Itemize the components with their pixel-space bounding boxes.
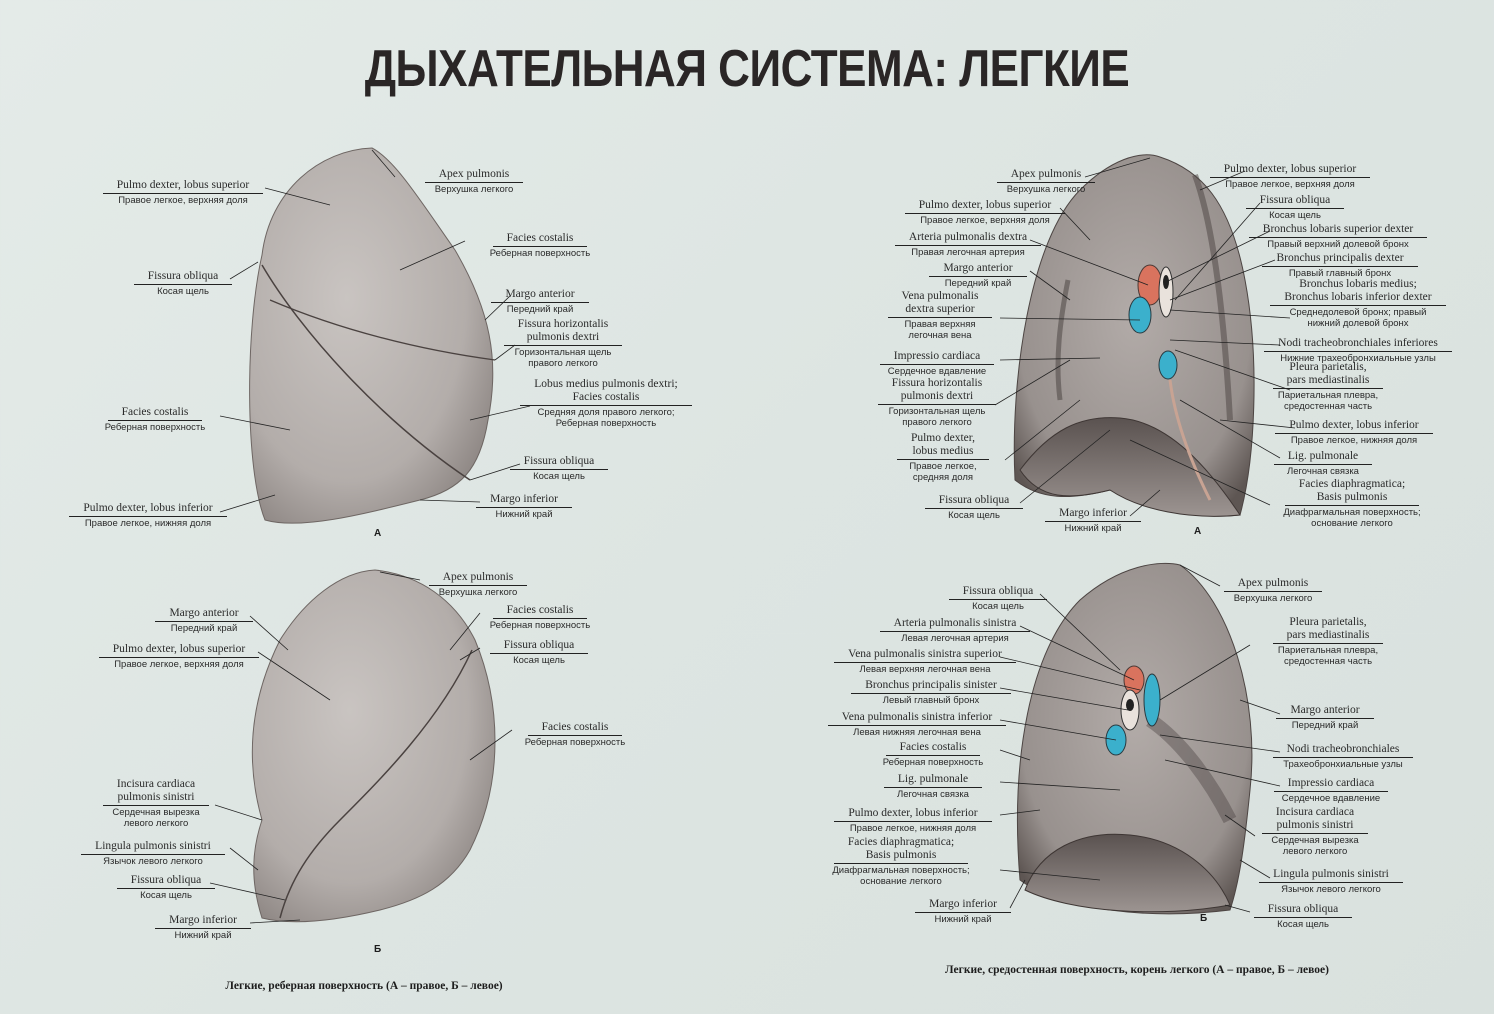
figure-letter: А	[374, 528, 382, 539]
label-bronchus-lobaris-medius: Bronchus lobaris medius; Bronchus lobari…	[1218, 278, 1494, 330]
label-lobus-medius: Lobus medius pulmonis dextri; Facies cos…	[466, 378, 746, 430]
right-lung-costal-surface	[249, 147, 496, 524]
left-lung-costal-surface	[251, 569, 496, 923]
leader-lines	[209, 149, 1296, 924]
caption-costal-surface: Легкие, реберная поверхность (А – правое…	[225, 980, 503, 992]
caption-mediastinal-surface: Легкие, средостенная поверхность, корень…	[945, 964, 1329, 976]
left-lung-mediastinal-surface	[1017, 562, 1253, 915]
poster-title: ДЫХАТЕЛЬНАЯ СИСТЕМА: ЛЕГКИЕ	[364, 40, 1130, 98]
figure-letter: А	[1194, 526, 1202, 537]
right-lung-mediastinal-surface	[1013, 154, 1255, 517]
figure-letter: Б	[1200, 913, 1208, 924]
figure-letter: Б	[374, 944, 382, 955]
